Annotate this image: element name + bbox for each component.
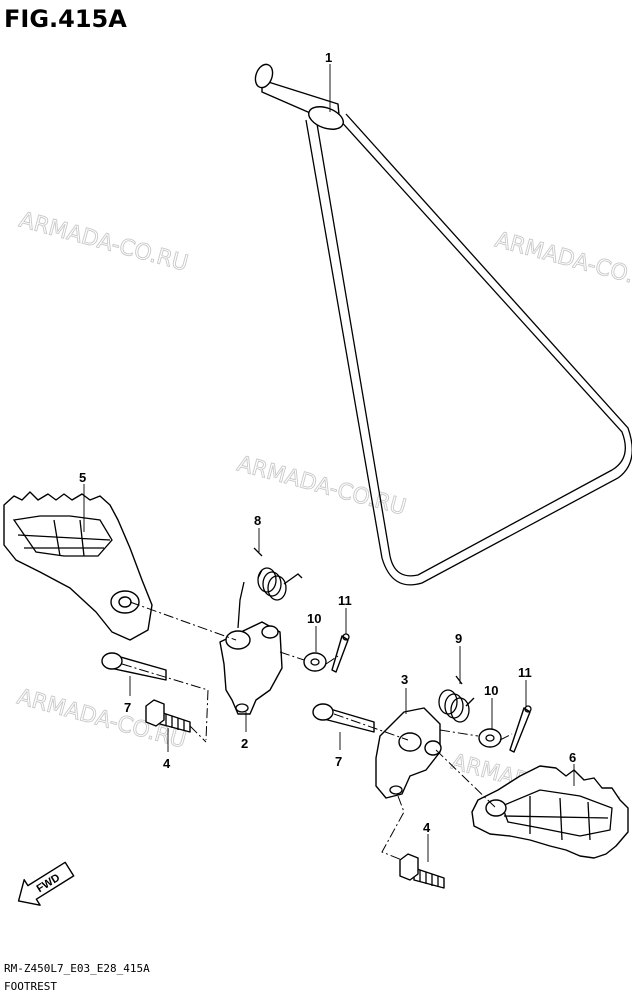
- left-assembly-lines: [121, 601, 339, 743]
- right-footpeg: [471, 765, 629, 859]
- callout-4: 4: [163, 756, 171, 771]
- callout-7: 7: [124, 700, 131, 715]
- callouts: 1 5 8 10 11 7 4 2 9 3 10 11 7 6 4: [79, 50, 576, 835]
- figure-title: FIG.415A: [4, 5, 127, 33]
- right-cotter-pin: [509, 705, 532, 753]
- callout-9: 9: [455, 631, 462, 646]
- footer-code: RM-Z450L7_E03_E28_415A: [4, 962, 150, 975]
- callout-5: 5: [79, 470, 86, 485]
- right-bracket: [375, 707, 442, 799]
- right-washer: [478, 728, 502, 748]
- fwd-arrow: FWD: [17, 861, 75, 906]
- callout-6: 6: [569, 750, 576, 765]
- callout-1: 1: [325, 50, 332, 65]
- callout-8: 8: [254, 513, 261, 528]
- right-spring: [438, 675, 475, 723]
- left-bracket: [219, 581, 283, 715]
- left-washer: [303, 652, 327, 672]
- callout-4: 4: [423, 820, 431, 835]
- callout-2: 2: [241, 736, 248, 751]
- callout-7: 7: [335, 754, 342, 769]
- watermark: ARMADA-CO.RU: [492, 228, 632, 297]
- right-assembly-lines: [333, 713, 513, 861]
- footer-name: FOOTREST: [4, 980, 57, 993]
- callout-11: 11: [338, 593, 352, 608]
- left-pin: [101, 652, 167, 681]
- right-bolt: [399, 853, 445, 889]
- callout-10: 10: [484, 683, 498, 698]
- left-spring: [253, 547, 303, 601]
- stand: [254, 63, 632, 586]
- left-bolt: [145, 699, 191, 733]
- callout-3: 3: [401, 672, 408, 687]
- right-pin: [312, 703, 375, 733]
- leader-lines: [83, 64, 575, 862]
- watermark: ARMADA-CO.RU: [16, 208, 190, 277]
- left-cotter-pin: [331, 633, 350, 673]
- left-footpeg: [3, 491, 153, 641]
- callout-11: 11: [518, 665, 532, 680]
- callout-10: 10: [307, 611, 321, 626]
